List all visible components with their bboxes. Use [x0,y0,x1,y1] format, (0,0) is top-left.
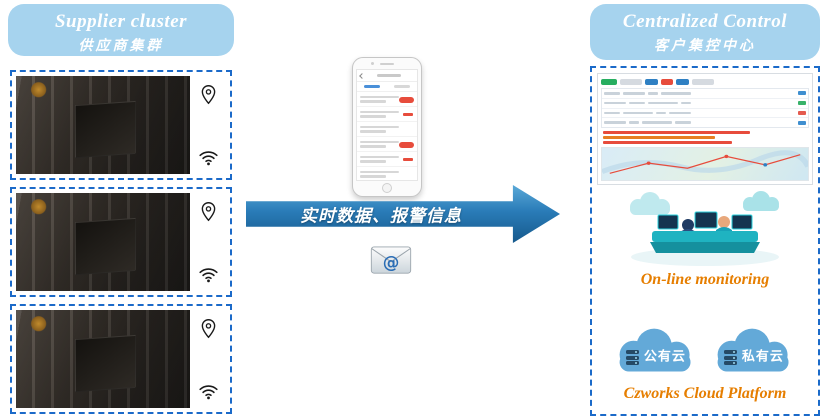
toolbar-chip [645,78,658,85]
phone-screen [356,69,418,181]
alert-note-line [603,141,732,144]
phone-home-button [382,183,392,193]
public-cloud-label: 公有云 [643,348,686,364]
public-cloud: 公有云 [609,323,703,379]
toolbar-chip [692,78,714,85]
toolbar-chip [676,78,689,85]
back-chevron-icon [359,72,365,79]
location-pin-icon [201,319,215,339]
online-monitoring-label: On-line monitoring [640,271,770,288]
phone-camera-dot [371,62,374,65]
alert-note-line [603,131,750,134]
server-icon [626,350,639,365]
toolbar-chip [601,78,617,85]
alarm-list-item [357,167,417,180]
location-pin-icon [201,202,215,222]
scada-dashboard-screenshot [597,73,813,185]
wifi-icon [198,385,218,400]
dashboard-table [601,88,809,128]
app-tab-bar [357,82,417,92]
machine-photo-1 [16,76,190,174]
alarm-badge [399,96,414,103]
cloud-icon [717,328,789,372]
dashboard-table-row [602,99,808,109]
alarm-list-item [357,92,417,107]
centralized-control-subtitle: 客户集控中心 [654,39,756,54]
smartphone-app-mockup [352,57,422,197]
machine-icon-column-3 [190,310,226,408]
alarm-list-item [357,107,417,122]
email-icon: @ [370,243,412,277]
alarm-red-text [403,158,413,161]
alarm-list-item [357,122,417,137]
centralized-control-title: Centralized Control [622,11,788,32]
supplier-cluster-subtitle: 供应商集群 [78,39,164,54]
centralized-control-header: Centralized Control 客户集控中心 [590,4,820,60]
machine-icon-column-2 [190,193,226,291]
location-pin-icon [201,85,215,105]
app-title-bar [357,70,417,82]
centralized-control-box: On-line monitoring 公有云 私有云 Czwor [590,66,820,416]
wifi-icon [198,268,218,283]
toolbar-chip [620,78,642,85]
app-title-placeholder [377,74,401,77]
data-flow-arrow-label: 实时数据、报警信息 [300,206,462,226]
machine-icon-column-1 [190,76,226,174]
supplier-cluster-title: Supplier cluster [54,11,188,32]
cloud-platform-label: Czworks Cloud Platform [623,385,787,402]
private-cloud: 私有云 [707,323,801,379]
alarm-badge [399,141,414,148]
cloud-platform-row: 公有云 私有云 [597,323,813,381]
phone-speaker [380,63,394,65]
dashboard-map [601,147,809,181]
dashboard-table-row [602,109,808,119]
alarm-list-item [357,152,417,167]
dashboard-table-row [602,118,808,127]
wifi-icon [198,151,218,166]
private-cloud-label: 私有云 [741,348,784,364]
toolbar-chip [661,78,673,85]
alarm-red-text [403,113,413,116]
app-tab-active [357,82,387,91]
machine-photo-3 [16,310,190,408]
dashboard-alert-notes [601,130,809,145]
svg-text:@: @ [383,253,400,272]
machine-camera-box-2 [10,187,232,297]
alarm-list-item [357,137,417,152]
server-icon [724,350,737,365]
dashboard-toolbar [601,77,809,86]
dashboard-table-row [602,89,808,99]
alert-note-line [603,136,716,139]
machine-camera-box-3 [10,304,232,414]
monitoring-room-illustration [597,189,813,269]
machine-photo-2 [16,193,190,291]
app-tab-inactive [387,82,417,91]
spacer [597,289,813,323]
supplier-cluster-header: Supplier cluster 供应商集群 [8,4,234,56]
machine-camera-box-1 [10,70,232,180]
